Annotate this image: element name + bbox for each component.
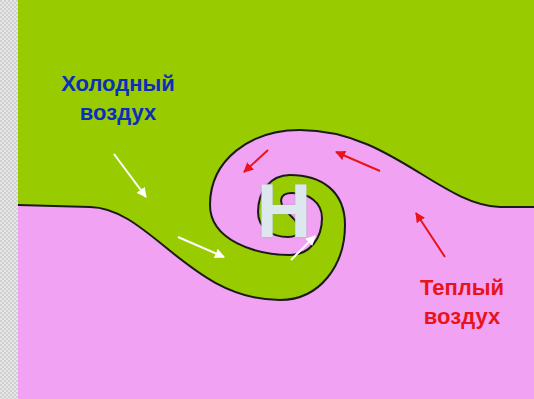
front-line (18, 130, 534, 300)
warm-air-region (18, 0, 534, 399)
low-pressure-symbol: Н (239, 173, 329, 249)
air-mass-label: Теплый воздух (417, 274, 508, 331)
frame-strip (0, 0, 18, 399)
cold-air-region (18, 0, 534, 300)
air-mass-label: Холодный воздух (58, 70, 178, 127)
